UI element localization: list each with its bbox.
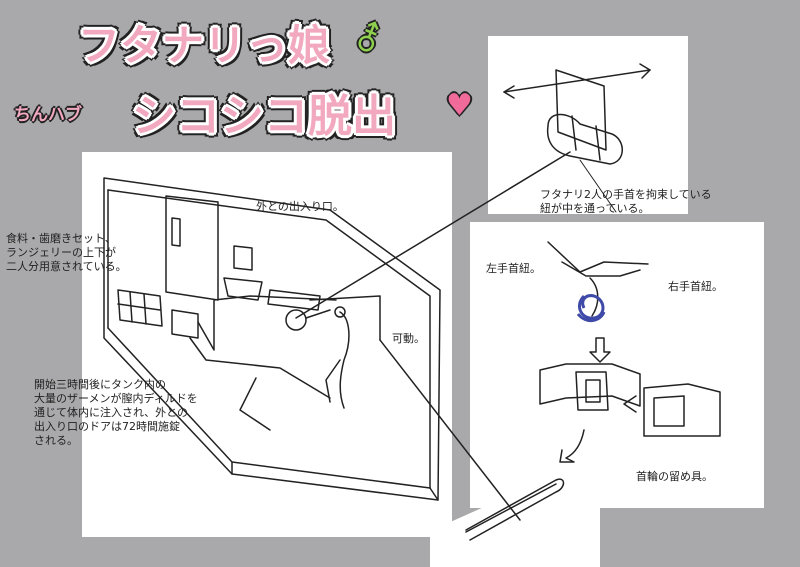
room-panel xyxy=(82,152,452,537)
left-wrist-label: 左手首紐。 xyxy=(486,262,541,275)
device-illustration xyxy=(503,63,651,165)
knot-illustration xyxy=(576,294,606,322)
room-illustration xyxy=(103,177,441,501)
wrist-cord-note-label: フタナリ2人の手首を拘束している 紐が中を通っている。 xyxy=(540,188,712,215)
restraint-illustration xyxy=(539,241,721,463)
title-line-2: シコシコ脱出 xyxy=(132,91,396,142)
male-female-symbol-icon: ⚦ xyxy=(354,20,383,60)
tank-note-label: 開始三時間後にタンク内の 大量のザーメンが膣内ディルドを 通じて体内に注入され、… xyxy=(34,378,198,447)
title-prefix: ちんハブ xyxy=(14,105,82,125)
movable-label: 可動。 xyxy=(392,332,425,345)
title-line-1: フタナリっ娘 xyxy=(78,21,331,70)
heart-icon: ♥ xyxy=(446,88,473,123)
right-wrist-label: 右手首紐。 xyxy=(668,280,723,293)
device-panel xyxy=(488,36,688,214)
supplies-label: 食料・歯磨きセット、 ランジェリーの上下が 二人分用意されている。 xyxy=(6,232,127,273)
collar-clasp-label: 首輪の留め具。 xyxy=(636,470,713,483)
strap-illustration xyxy=(465,478,565,541)
exit-label: 外との出入り口。 xyxy=(256,200,344,213)
